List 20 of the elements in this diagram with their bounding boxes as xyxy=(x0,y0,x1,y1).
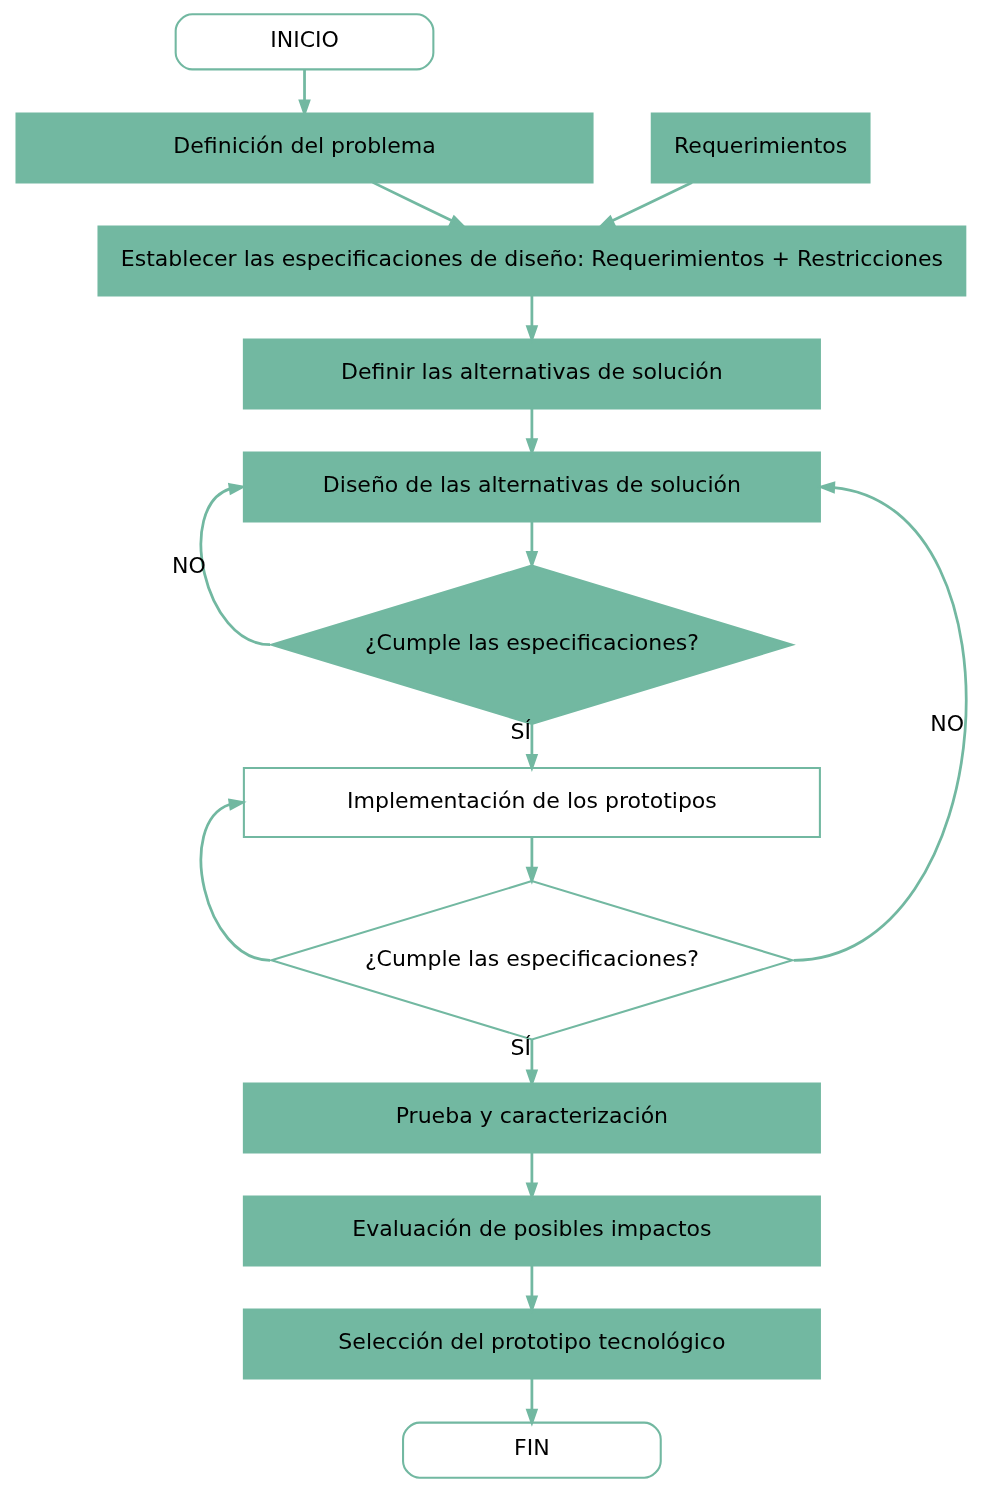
arrow xyxy=(793,481,967,962)
arrow xyxy=(525,1378,539,1427)
arrow xyxy=(199,798,271,962)
node-box: INICIO xyxy=(174,13,435,71)
node-box: Definir las alternativas de solución xyxy=(242,338,821,410)
node-box: Requerimientos xyxy=(650,112,871,184)
arrow xyxy=(525,724,539,772)
node-box: Definición del problema xyxy=(15,112,594,184)
node-box: Diseño de las alternativas de solución xyxy=(242,451,821,523)
edge-label: NO xyxy=(930,711,965,737)
node-box: Establecer las especificaciones de diseño: Requerimientos + Restricciones xyxy=(97,225,967,297)
arrow xyxy=(372,181,468,229)
node-box: Selección del prototipo tecnológico xyxy=(242,1308,821,1380)
node-box: Prueba y caracterización xyxy=(242,1082,821,1154)
arrow xyxy=(525,837,539,885)
arrow xyxy=(199,482,271,647)
node-box: FIN xyxy=(402,1421,662,1479)
node-box: Evaluación de posibles impactos xyxy=(242,1195,821,1267)
arrow xyxy=(597,181,693,229)
node-box: Implementación de los prototipos xyxy=(242,767,821,838)
